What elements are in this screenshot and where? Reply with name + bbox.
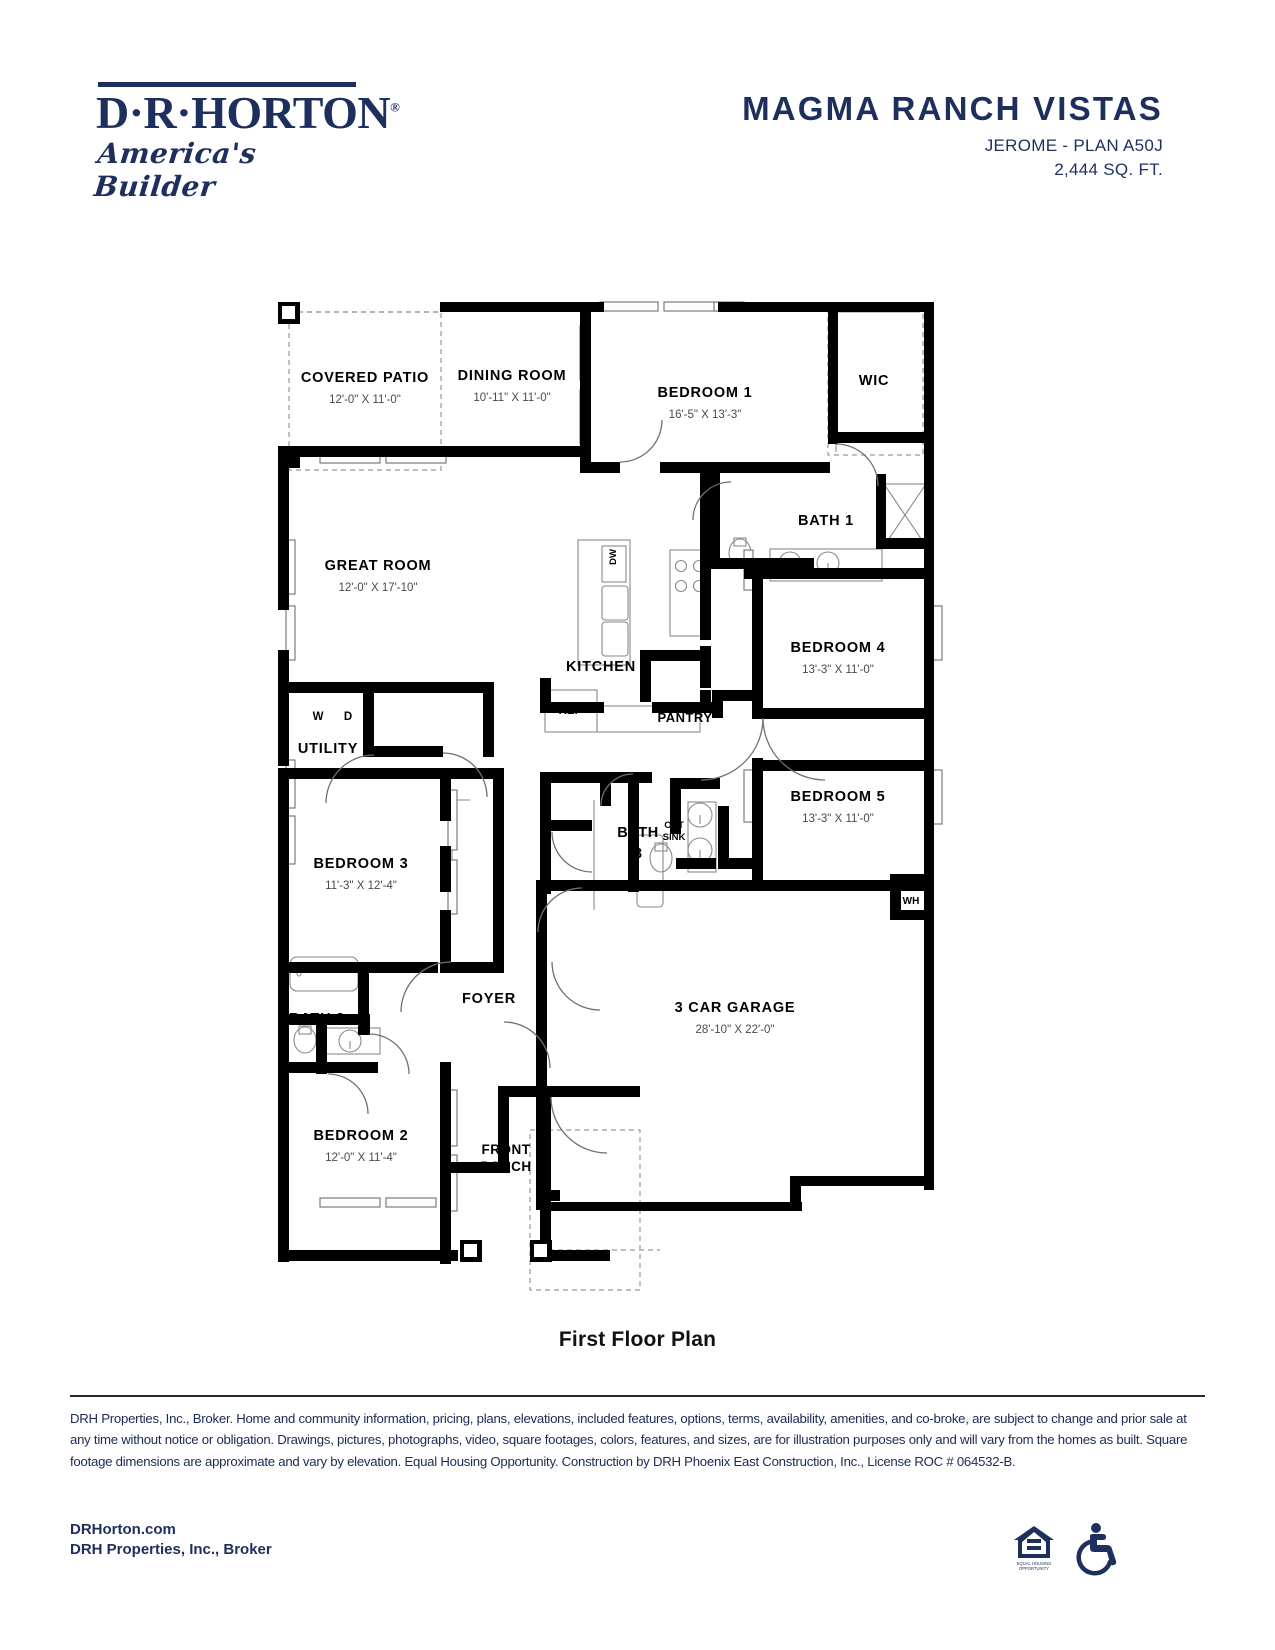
label-front-porch-line2: PORCH bbox=[480, 1159, 531, 1174]
label-bedroom-3: BEDROOM 3 bbox=[313, 856, 408, 872]
svg-text:EQUAL HOUSING: EQUAL HOUSING bbox=[1017, 1561, 1052, 1566]
label-bedroom-4: BEDROOM 4 bbox=[790, 640, 885, 656]
label-opt-line2: SINK bbox=[663, 832, 686, 843]
drhorton-logo: D·R·HORTON® America's Builder bbox=[93, 82, 400, 203]
registered-mark: ® bbox=[390, 99, 400, 115]
label-bath-3-line2: 3 bbox=[634, 846, 642, 862]
label-front-porch-line1: FRONT bbox=[482, 1142, 531, 1157]
label-dining-room-dims: 10'-11" X 11'-0" bbox=[473, 392, 550, 404]
label-dryer: D bbox=[344, 711, 352, 723]
label-bedroom-5-dims: 13'-3" X 11'-0" bbox=[802, 813, 874, 825]
label-bedroom-1-dims: 16'-5" X 13'-3" bbox=[669, 409, 742, 421]
label-great-room-dims: 12'-0" X 17'-10" bbox=[338, 582, 417, 594]
label-pantry: PANTRY bbox=[658, 710, 713, 725]
disclaimer-text: DRH Properties, Inc., Broker. Home and c… bbox=[70, 1411, 1188, 1469]
label-bedroom-3-dims: 11'-3" X 12'-4" bbox=[325, 880, 397, 892]
label-garage: 3 CAR GARAGE bbox=[675, 1000, 796, 1016]
label-covered-patio-dims: 12'-0" X 11'-0" bbox=[329, 394, 401, 406]
label-bedroom-2: BEDROOM 2 bbox=[313, 1128, 408, 1144]
plan-caption: First Floor Plan bbox=[558, 1328, 717, 1351]
equal-housing-icon bbox=[1014, 1526, 1054, 1558]
logo-tagline: America's Builder bbox=[92, 136, 259, 203]
footer-links: DRHorton.com DRH Properties, Inc., Broke… bbox=[70, 1520, 272, 1561]
svg-text:OPPORTUNITY: OPPORTUNITY bbox=[1019, 1566, 1049, 1571]
accessibility-icon bbox=[1076, 1523, 1117, 1576]
logo-rule bbox=[98, 82, 356, 87]
broker-name: DRH Properties, Inc., Broker bbox=[70, 1541, 272, 1559]
community-title: MAGMA RANCH VISTAS bbox=[742, 90, 1163, 127]
label-covered-patio: COVERED PATIO bbox=[301, 370, 429, 386]
label-dishwasher: DW bbox=[608, 549, 619, 565]
label-kitchen: KITCHEN bbox=[566, 659, 636, 675]
label-bedroom-2-dims: 12'-0" X 11'-4" bbox=[325, 1152, 397, 1164]
label-bedroom-1: BEDROOM 1 bbox=[657, 385, 752, 401]
room-labels: COVERED PATIO 12'-0" X 11'-0" DINING ROO… bbox=[289, 368, 919, 1174]
plan-geometry: COVERED PATIO 12'-0" X 11'-0" DINING ROO… bbox=[278, 301, 943, 1291]
label-water-heater: WH bbox=[903, 896, 920, 907]
label-bath-2: BATH 2 bbox=[289, 1011, 345, 1027]
label-bath-3-line1: BATH bbox=[617, 825, 659, 841]
label-utility: UTILITY bbox=[298, 741, 358, 757]
walls bbox=[278, 302, 934, 1264]
label-wic: WIC bbox=[859, 373, 890, 389]
label-bath-1: BATH 1 bbox=[798, 513, 854, 529]
label-refrigerator: REF bbox=[559, 705, 582, 717]
logo-wordmark: D·R·HORTON® bbox=[96, 90, 400, 136]
plan-name: JEROME - PLAN A50J bbox=[984, 135, 1163, 155]
label-garage-dims: 28'-10" X 22'-0" bbox=[695, 1024, 774, 1036]
logo-wordmark-text: D·R·HORTON bbox=[96, 87, 391, 138]
footer-divider bbox=[70, 1395, 1205, 1397]
floor-plan-drawing: COVERED PATIO 12'-0" X 11'-0" DINING ROO… bbox=[0, 250, 1275, 1370]
plan-title-block: MAGMA RANCH VISTAS JEROME - PLAN A50J 2,… bbox=[742, 90, 1163, 180]
page-header: D·R·HORTON® America's Builder MAGMA RANC… bbox=[0, 0, 1275, 220]
label-bedroom-5: BEDROOM 5 bbox=[790, 789, 885, 805]
label-foyer: FOYER bbox=[462, 991, 516, 1007]
floor-plan-svg: COVERED PATIO 12'-0" X 11'-0" DINING ROO… bbox=[278, 301, 943, 1291]
label-opt-line1: OPT bbox=[664, 820, 684, 831]
label-bedroom-4-dims: 13'-3" X 11'-0" bbox=[802, 664, 874, 676]
footer-icons: EQUAL HOUSING OPPORTUNITY bbox=[1010, 1518, 1130, 1578]
website-link[interactable]: DRHorton.com bbox=[70, 1521, 176, 1538]
page-footer: DRH Properties, Inc., Broker. Home and c… bbox=[0, 1380, 1275, 1650]
equal-housing-caption: EQUAL HOUSING OPPORTUNITY bbox=[1017, 1561, 1052, 1571]
label-dining-room: DINING ROOM bbox=[458, 368, 567, 384]
label-great-room: GREAT ROOM bbox=[325, 558, 432, 574]
square-footage: 2,444 SQ. FT. bbox=[1054, 159, 1163, 179]
label-washer: W bbox=[313, 711, 324, 723]
door-swings bbox=[325, 419, 879, 1154]
